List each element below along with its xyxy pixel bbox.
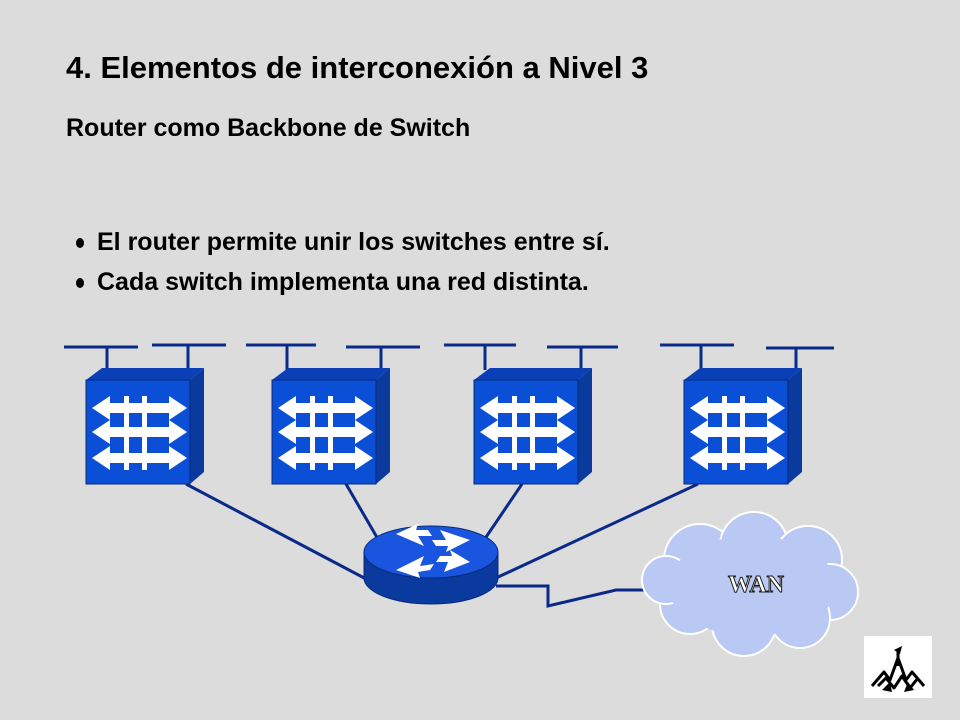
bullet-text: El router permite unir los switches entr… (97, 228, 610, 256)
slide-subtitle: Router como Backbone de Switch (66, 114, 471, 142)
uplinks (185, 482, 699, 582)
slide-title: 4. Elementos de interconexión a Nivel 3 (66, 50, 649, 85)
bullet-dot-icon (76, 278, 84, 288)
switch-icon (271, 368, 390, 485)
bullet-text: Cada switch implementa una red distinta. (97, 268, 589, 296)
wan-serial-link (496, 584, 660, 608)
wan-cloud-icon (641, 511, 859, 657)
bullet-item: Cada switch implementa una red distinta. (76, 264, 610, 304)
bullet-list: El router permite unir los switches entr… (76, 224, 610, 304)
bullet-item: El router permite unir los switches entr… (76, 224, 610, 264)
university-logo (864, 636, 932, 698)
switch-icon (683, 368, 802, 485)
switch-icon (473, 368, 592, 485)
bullet-dot-icon (76, 238, 84, 248)
wan-label: WAN (728, 572, 785, 598)
lan-segments (64, 343, 834, 370)
switch-icon (85, 368, 204, 485)
university-crane-logo-icon (870, 646, 926, 692)
router-icon (363, 524, 499, 605)
